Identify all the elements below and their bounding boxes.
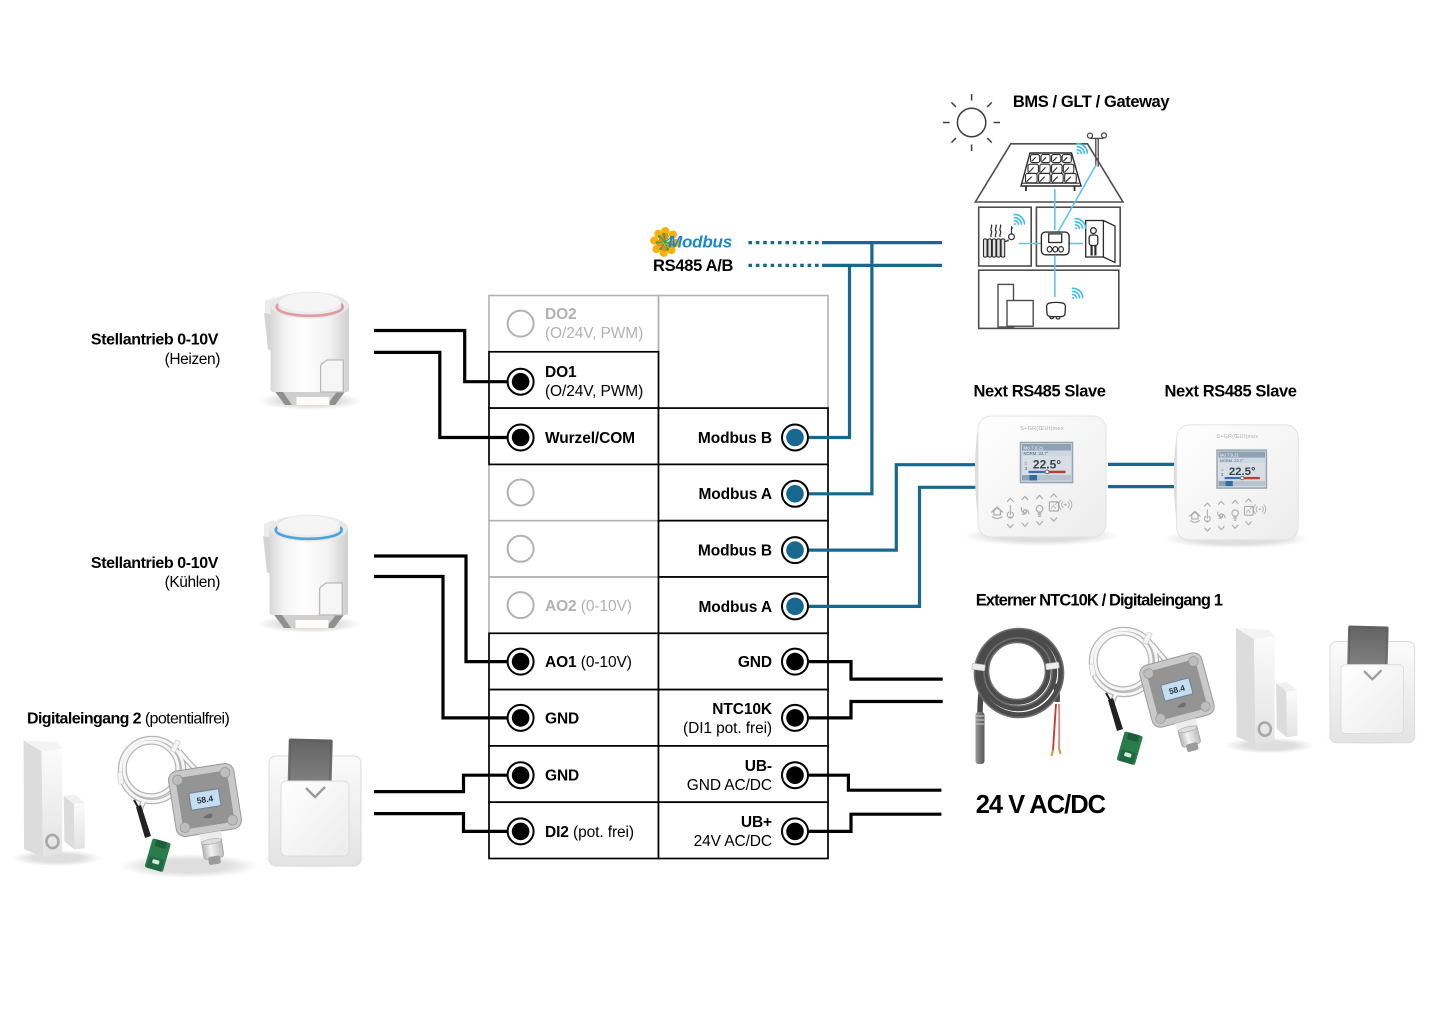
svg-text:Modbus: Modbus: [668, 233, 732, 252]
svg-text:RS485 A/B: RS485 A/B: [653, 257, 734, 275]
svg-text:GND: GND: [545, 768, 579, 785]
svg-text:Digitaleingang 2 (potentialfre: Digitaleingang 2 (potentialfrei): [27, 711, 229, 728]
svg-text:Modbus A: Modbus A: [698, 486, 772, 503]
svg-text:UB-: UB-: [745, 758, 772, 775]
svg-text:DO1: DO1: [545, 364, 577, 381]
svg-text:Wurzel/COM: Wurzel/COM: [545, 430, 635, 447]
svg-text:Externer NTC10K / Digitaleinga: Externer NTC10K / Digitaleingang 1: [976, 592, 1223, 610]
svg-text:Next RS485 Slave: Next RS485 Slave: [1164, 383, 1296, 401]
svg-text:DI2 (pot. frei): DI2 (pot. frei): [545, 824, 634, 841]
svg-text:(O/24V, PWM): (O/24V, PWM): [545, 383, 643, 400]
svg-text:Stellantrieb 0-10V: Stellantrieb 0-10V: [91, 332, 219, 349]
svg-text:AO1 (0-10V): AO1 (0-10V): [545, 654, 632, 671]
svg-text:24V AC/DC: 24V AC/DC: [694, 833, 772, 850]
svg-text:Modbus A: Modbus A: [698, 599, 772, 616]
svg-text:(Kühlen): (Kühlen): [165, 574, 221, 591]
svg-text:24 V AC/DC: 24 V AC/DC: [976, 791, 1106, 819]
svg-text:DO2: DO2: [545, 306, 577, 323]
svg-text:(DI1 pot. frei): (DI1 pot. frei): [683, 720, 772, 737]
svg-text:Modbus B: Modbus B: [698, 543, 772, 560]
svg-text:(Heizen): (Heizen): [165, 351, 221, 368]
svg-text:BMS / GLT / Gateway: BMS / GLT / Gateway: [1013, 93, 1170, 111]
svg-text:Next RS485 Slave: Next RS485 Slave: [973, 383, 1105, 401]
svg-text:GND: GND: [738, 654, 772, 671]
svg-text:GND: GND: [545, 711, 579, 728]
svg-text:GND AC/DC: GND AC/DC: [687, 777, 772, 794]
svg-text:Modbus B: Modbus B: [698, 430, 772, 447]
svg-text:Stellantrieb 0-10V: Stellantrieb 0-10V: [91, 555, 219, 572]
svg-text:NTC10K: NTC10K: [712, 701, 773, 718]
svg-text:UB+: UB+: [741, 814, 772, 831]
svg-text:AO2 (0-10V): AO2 (0-10V): [545, 598, 632, 615]
svg-text:(O/24V, PWM): (O/24V, PWM): [545, 325, 643, 342]
